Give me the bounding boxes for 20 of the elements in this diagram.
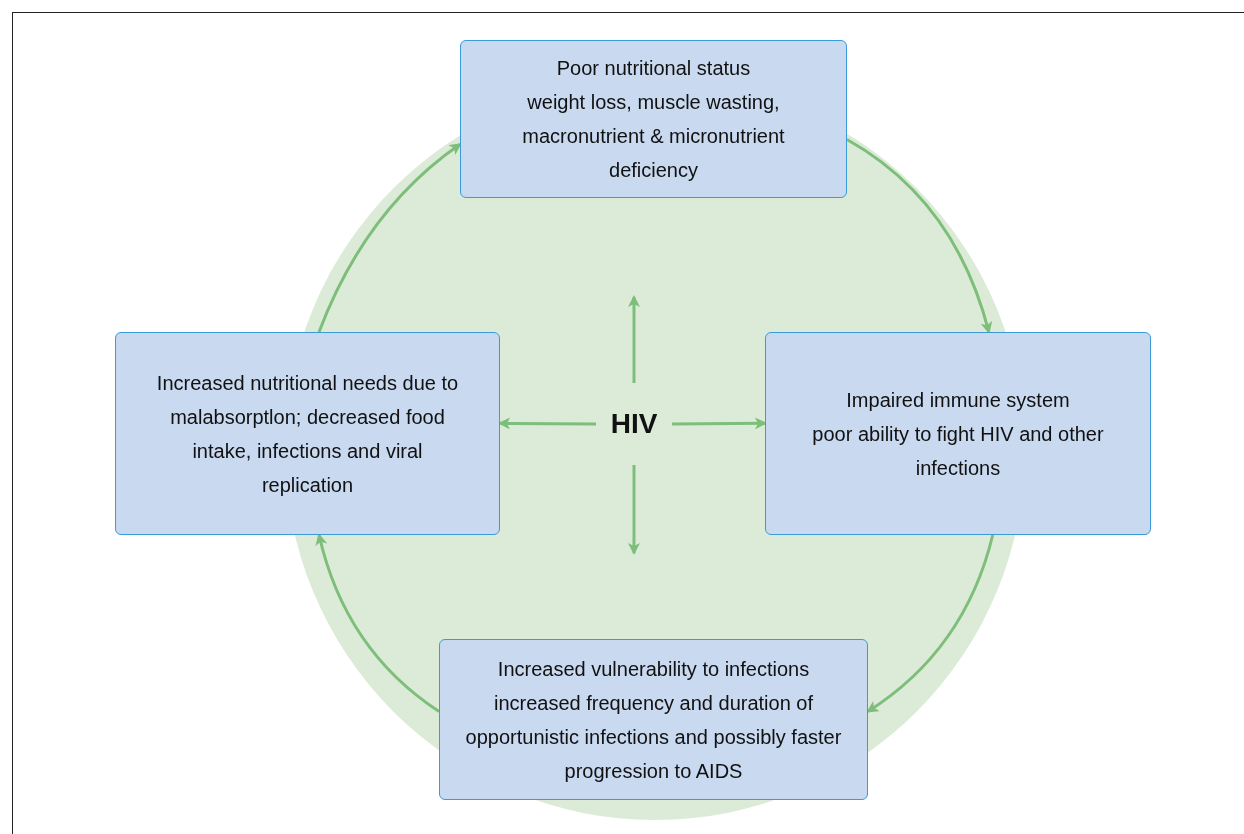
arrow <box>498 417 596 430</box>
arrow <box>672 417 767 430</box>
arrow <box>866 534 995 713</box>
box-heading: Poor nutritional status <box>556 56 751 81</box>
process-box <box>439 639 868 800</box>
box-text: poor ability to fight HIV and other infections <box>811 421 1105 481</box>
process-box <box>115 332 500 535</box>
box-text: weight loss, muscle wasting, macronutrient & micronutrient deficiency <box>521 90 786 183</box>
arrow <box>315 533 440 713</box>
arrow <box>846 138 992 334</box>
process-box <box>765 332 1151 535</box>
box-heading: Impaired immune system <box>846 387 1070 413</box>
box-heading: Increased nutritional needs due to malabsorptlon; decreased food intake, infections and viral replication <box>155 370 460 498</box>
arrow <box>628 295 640 383</box>
arrow <box>628 465 640 555</box>
process-box <box>460 40 847 198</box>
box-text: increased frequency and duration of opportunistic infections and possibly faster progression to AIDS <box>464 690 843 784</box>
center-label: HIV <box>596 383 672 465</box>
arrow <box>317 143 462 333</box>
box-heading: Increased vulnerability to infections <box>497 656 810 682</box>
